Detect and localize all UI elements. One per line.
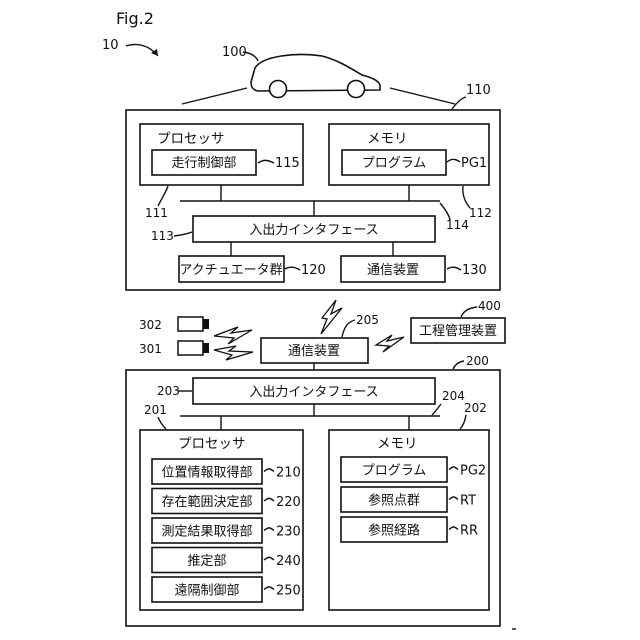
process-manager-leader [461,307,477,317]
system-leader-arrow [126,44,158,56]
vc-comm-device-ref: 130 [462,263,487,278]
server-memory-item-ref: RR [460,524,478,539]
vehicle-controller-leader [452,97,466,109]
server-module-label: 推定部 [187,554,226,569]
server-memory-item-ref: RT [460,494,476,509]
camera-302-ref: 302 [139,318,162,332]
vehicle-icon [251,55,380,98]
server-bus-ref: 204 [442,389,465,403]
lightning-sensor302-icon [214,327,252,344]
camera-301-ref: 301 [139,342,162,356]
figure-title: Fig.2 [116,9,154,28]
travel-control-ref: 115 [275,156,300,171]
server-module-label: 位置情報取得部 [161,465,252,481]
camera-302-icon [178,317,209,331]
server-comm-device-label: 通信装置 [288,344,340,359]
server-processor-ref: 201 [144,403,167,417]
actuators-ref: 120 [301,263,326,278]
lightning-manager-icon [376,335,404,352]
camera-301-icon [178,341,209,355]
process-manager-ref: 400 [478,299,501,313]
server-io-interface-label: 入出力インタフェース [249,385,378,400]
server-memory-label: メモリ [377,436,418,452]
travel-control-label: 走行制御部 [171,156,236,171]
server-memory-item-label: 参照点群 [368,493,420,509]
vc-io-interface-ref: 113 [151,229,174,243]
server-module-ref: 220 [276,495,301,510]
process-manager-label: 工程管理装置 [419,324,497,339]
vc-io-interface-label: 入出力インタフェース [249,223,378,238]
server-module-ref: 210 [276,466,301,481]
vehicle-view-line-right [390,88,455,104]
server-module-label: 存在範囲決定部 [161,495,252,510]
server-memory-item-ref: PG2 [460,464,486,479]
vehicle-view-line-left [182,88,247,104]
server-module-label: 測定結果取得部 [161,524,252,540]
server-memory-item-label: 参照経路 [368,523,420,539]
vc-memory-ref: 112 [469,206,492,220]
server-module-label: 遠隔制御部 [174,584,239,599]
server-leader [453,361,464,369]
vc-program-ref: PG1 [461,156,487,171]
server-comm-device-leader [342,320,355,337]
vc-processor-ref: 111 [145,206,168,220]
vc-comm-device-label: 通信装置 [367,263,419,278]
lightning-sensor301-icon [214,346,253,360]
vc-memory-label: メモリ [367,131,408,147]
server-module-ref: 250 [276,584,301,599]
actuators-label: アクチュエータ群 [179,263,282,278]
server-comm-device-ref: 205 [356,313,379,327]
lightning-vehicle-icon [321,300,342,334]
vehicle-controller-ref: 110 [466,83,491,98]
server-processor-label: プロセッサ [178,436,246,452]
vc-processor-label: プロセッサ [157,131,225,147]
server-ref: 200 [466,354,489,368]
vc-program-label: プログラム [362,156,427,171]
server-memory-item-label: プログラム [362,464,427,479]
server-io-interface-ref: 203 [157,384,180,398]
server-memory-ref: 202 [464,401,487,415]
server-module-ref: 230 [276,525,301,540]
system-ref: 10 [102,38,119,53]
server-module-ref: 240 [276,554,301,569]
